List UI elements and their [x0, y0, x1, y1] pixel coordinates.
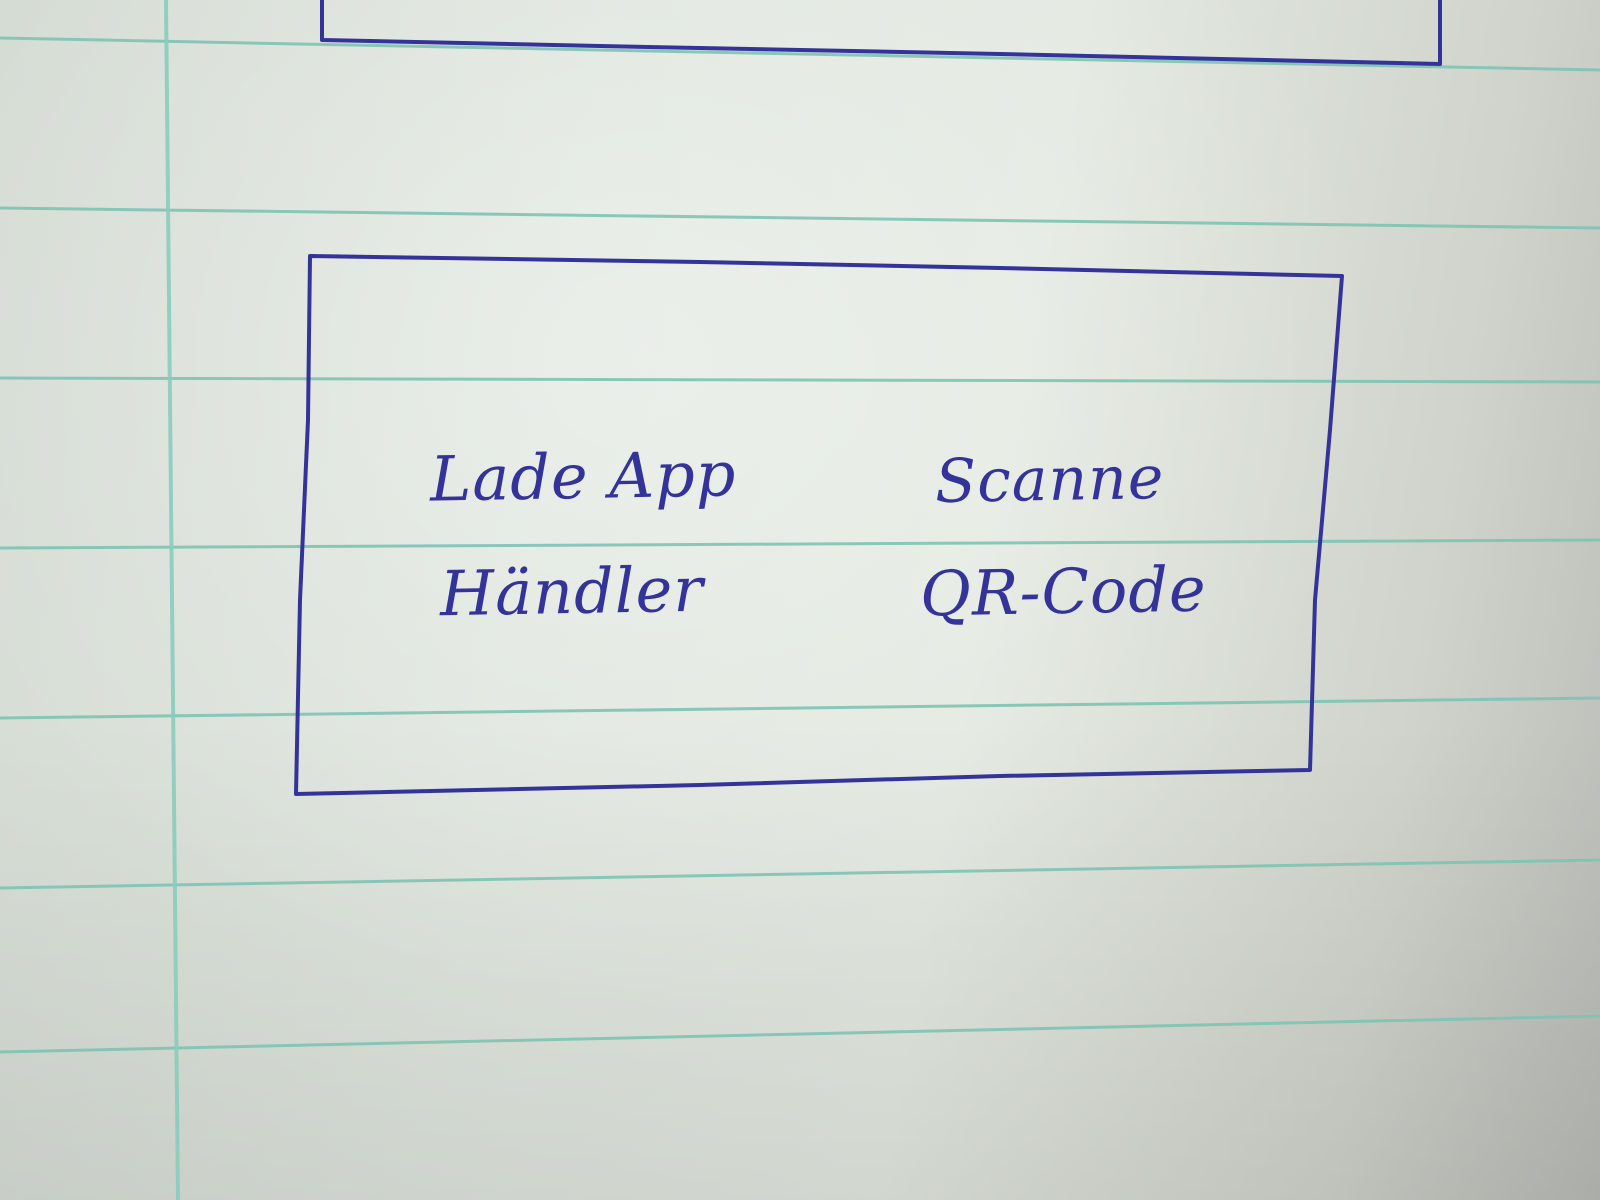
- right-label-line1: Scanne: [934, 443, 1165, 517]
- right-label-line2: QR-Code: [919, 552, 1208, 631]
- previous-sketch-box: [320, 0, 1442, 66]
- rule-line: [0, 538, 1600, 550]
- rule-line: [0, 206, 1600, 230]
- rule-line: [0, 36, 1600, 72]
- left-label-line1: Lade App: [429, 437, 737, 516]
- left-label-line2: Händler: [439, 552, 705, 631]
- rule-line: [0, 696, 1600, 720]
- rule-line: [0, 858, 1600, 890]
- margin-line: [164, 0, 180, 1200]
- rule-line: [0, 1014, 1600, 1054]
- screen-box: [294, 254, 1344, 796]
